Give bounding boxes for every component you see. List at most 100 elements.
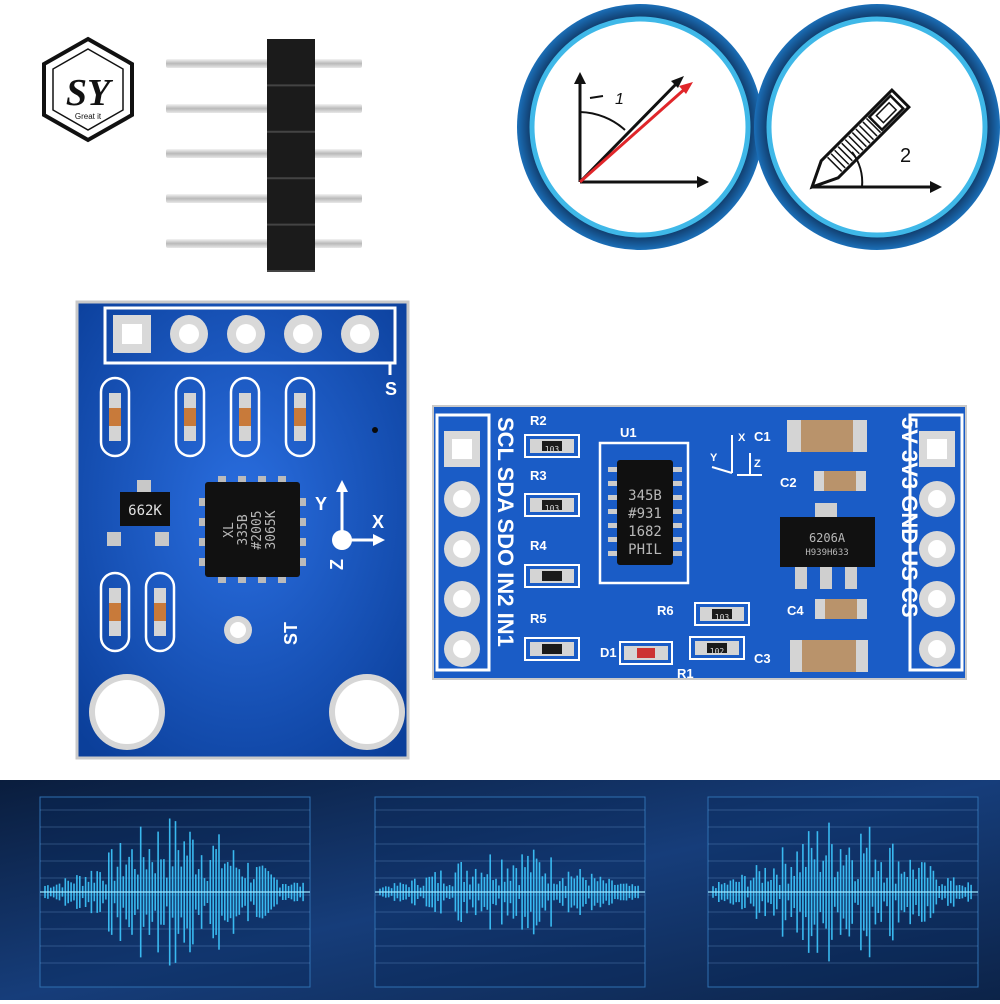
chip-pin <box>300 518 306 526</box>
chip-pin <box>608 537 617 542</box>
brand-tagline: Great it <box>75 112 102 121</box>
left-pin-labels: SCL SDA SDO IN2 IN1 <box>493 417 518 647</box>
header-pad-hole <box>928 540 946 558</box>
u1-label: U1 <box>620 425 637 440</box>
c2-label: C2 <box>780 475 797 490</box>
u1-line-2: #931 <box>628 506 662 522</box>
header-pad-hole <box>928 640 946 658</box>
chip-pin <box>218 476 226 482</box>
r1-code: 102 <box>710 647 725 656</box>
header-pad-hole <box>179 324 199 344</box>
ruler-tick <box>858 124 875 141</box>
pin-s-label: S <box>385 379 397 399</box>
resistor-code <box>707 643 727 653</box>
c1-label: C1 <box>754 429 771 444</box>
ruler-tick <box>830 153 846 169</box>
resistor-outline <box>144 571 176 653</box>
header-pin <box>166 149 362 158</box>
ruler-tick <box>862 121 878 137</box>
resistor-code <box>712 609 732 619</box>
resistor-outline <box>229 376 261 458</box>
chip-pin <box>608 495 617 500</box>
ruler-tick <box>837 146 853 162</box>
chip-pin <box>258 476 266 482</box>
r4-label: R4 <box>530 538 547 553</box>
chip-pin <box>673 509 682 514</box>
chip-pin <box>199 518 205 526</box>
chip-pin <box>278 577 286 583</box>
header-pad-hole <box>453 590 471 608</box>
resistor-band <box>294 408 306 426</box>
header-pin <box>166 239 362 248</box>
c4-label: C4 <box>787 603 804 618</box>
st-label: ST <box>281 622 301 645</box>
u1-line-1: 345B <box>628 488 662 504</box>
chip-pin <box>673 551 682 556</box>
chip-pin <box>608 481 617 486</box>
ruler-tick <box>848 135 864 151</box>
waveform-panel <box>707 796 979 988</box>
r2-label: R2 <box>530 413 547 428</box>
waveform-panel <box>39 796 311 988</box>
resistor-band <box>184 408 196 426</box>
chip-pin <box>199 558 205 566</box>
header-pad-hole <box>350 324 370 344</box>
mini-axis-x: X <box>738 432 746 444</box>
resistor-outline <box>174 376 206 458</box>
ruler-tick <box>844 139 860 155</box>
chip-line-1: XL <box>222 522 237 538</box>
header-pad-hole <box>453 490 471 508</box>
chip-pin <box>608 509 617 514</box>
chip-pin <box>258 577 266 583</box>
waveform-banner <box>0 780 1000 1000</box>
axis-z-label: Z <box>327 559 347 570</box>
chip-line-4: 3065K <box>264 510 279 549</box>
mini-axis-y: Y <box>710 452 718 464</box>
resistor-band <box>154 603 166 621</box>
brand-logo: SY Great it <box>38 35 138 145</box>
resistor-code <box>542 441 562 451</box>
chip-line-3: #2005 <box>250 510 265 549</box>
resistor-band <box>109 603 121 621</box>
resistor-outline <box>99 376 131 458</box>
r1-label: R1 <box>677 666 694 680</box>
header-pad-hole <box>928 590 946 608</box>
ruler-tick <box>827 156 843 172</box>
resistor-code <box>542 644 562 654</box>
accelerometer-board-left: S 662K XL 335B #2005 3065K Y X Z ST <box>75 300 410 760</box>
chip-pin <box>608 551 617 556</box>
chip-pin <box>673 467 682 472</box>
chip-pin <box>673 481 682 486</box>
axis-x-label: X <box>372 512 384 532</box>
r2-code: 103 <box>545 445 560 454</box>
reg-line-1: 6206A <box>809 531 846 545</box>
mini-axis-z: Z <box>754 458 761 470</box>
ruler-tick <box>865 117 882 134</box>
c3-label: C3 <box>754 651 771 666</box>
right-pin-labels: 5V 3V3 GND US CS <box>897 417 922 618</box>
r3-code: 103 <box>545 504 560 513</box>
resistor-outline <box>524 493 580 517</box>
chip-pin <box>218 577 226 583</box>
brand-letters: SY <box>66 72 114 114</box>
regulator-code: 662K <box>128 503 162 519</box>
chip-pin <box>673 537 682 542</box>
tilt-label: 2 <box>900 145 911 167</box>
chip-pin <box>300 498 306 506</box>
chip-line-2: 335B <box>236 514 251 545</box>
reg-line-2: H939H633 <box>805 548 848 558</box>
r5-label: R5 <box>530 611 547 626</box>
resistor-outline <box>694 602 750 626</box>
tilt-icon-circle: 2 <box>752 2 1000 252</box>
resistor-code <box>542 500 562 510</box>
header-pin <box>166 194 362 203</box>
resistor-outline <box>524 564 580 588</box>
u1-line-3: 1682 <box>628 524 662 540</box>
header-pad-hole <box>453 540 471 558</box>
chip-pin <box>199 538 205 546</box>
u1-line-4: PHIL <box>628 542 662 558</box>
ruler-tick <box>851 132 867 148</box>
resistor-code <box>542 571 562 581</box>
header-pad-hole <box>293 324 313 344</box>
waveform-panel <box>374 796 646 988</box>
